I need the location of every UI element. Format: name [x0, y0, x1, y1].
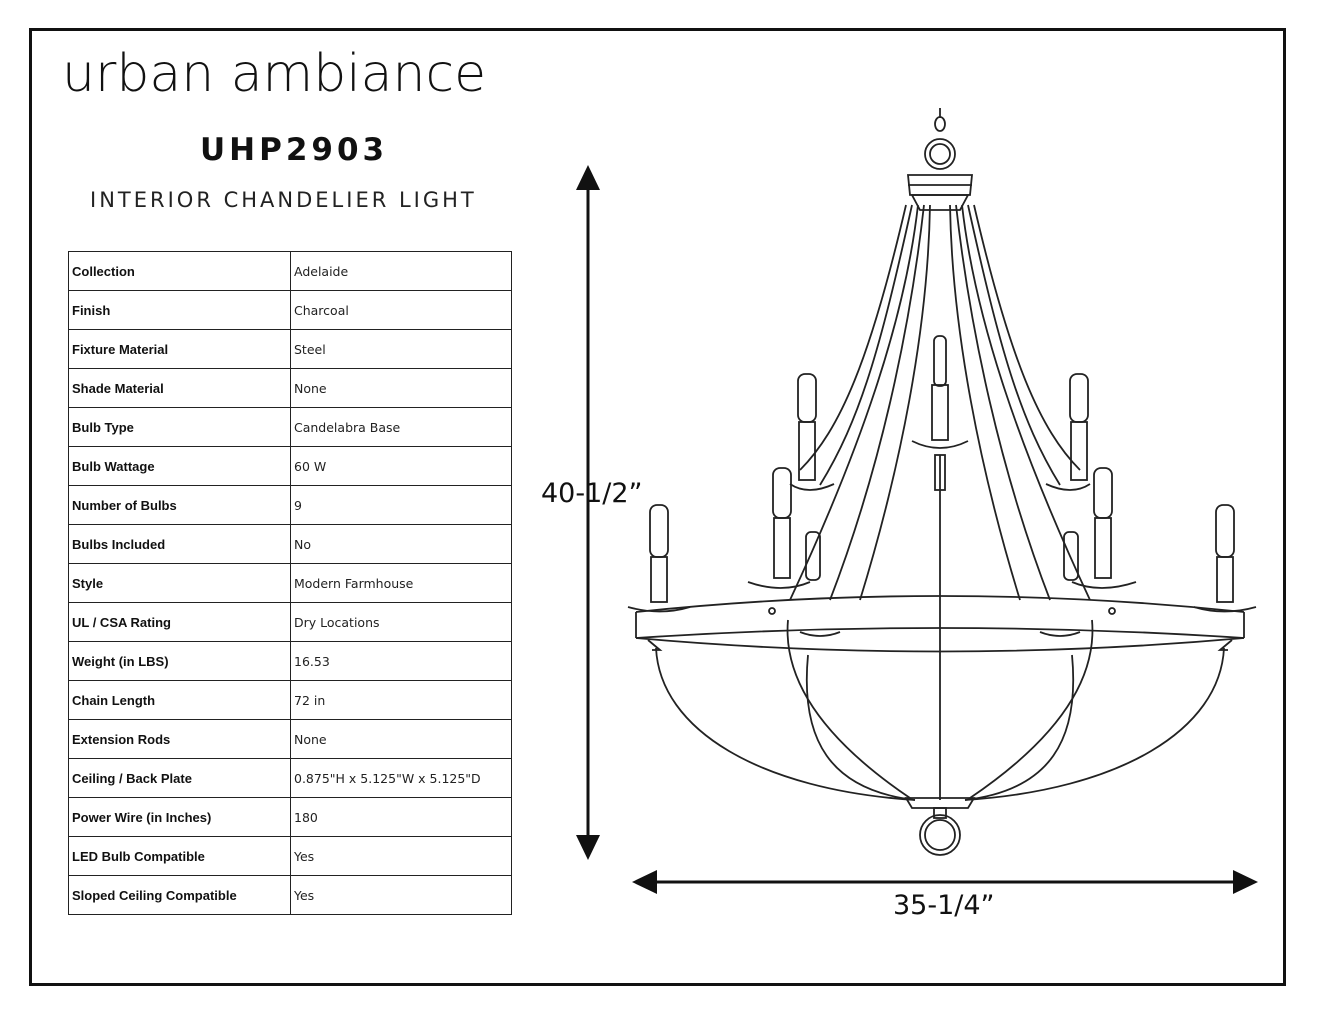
spec-label: Ceiling / Back Plate: [68, 758, 291, 798]
spec-label: Number of Bulbs: [68, 485, 291, 525]
spec-value: 180: [290, 797, 512, 837]
spec-label: Bulbs Included: [68, 524, 291, 564]
central-candle-icon: [911, 335, 969, 600]
spec-value: No: [290, 524, 512, 564]
spec-value: Adelaide: [290, 251, 512, 291]
page-border: [29, 28, 1286, 986]
spec-value: 9: [290, 485, 512, 525]
arrow-right-icon: [1233, 870, 1258, 894]
arrow-up-icon: [576, 165, 600, 190]
lower-cage-icon: [647, 600, 1233, 801]
brand-logo: urban ambiance: [62, 44, 487, 104]
model-number: UHP2903: [200, 132, 389, 168]
spec-label: Extension Rods: [68, 719, 291, 759]
spec-label: Fixture Material: [68, 329, 291, 369]
spec-value: Yes: [290, 875, 512, 915]
spec-value: Charcoal: [290, 290, 512, 330]
width-dimension-label: 35-1/4”: [893, 890, 995, 921]
arrow-left-icon: [632, 870, 657, 894]
product-type: INTERIOR CHANDELIER LIGHT: [90, 188, 477, 212]
canopy-icon: [907, 174, 973, 211]
bottom-finial-icon: [904, 797, 976, 856]
spec-label: Sloped Ceiling Compatible: [68, 875, 291, 915]
spec-value: None: [290, 368, 512, 408]
upper-candles-icon: [789, 373, 1091, 491]
outer-candles-icon: [627, 504, 1257, 613]
spec-label: Style: [68, 563, 291, 603]
spec-value: 0.875"H x 5.125"W x 5.125"D: [290, 758, 512, 798]
height-dimension-label: 40-1/2”: [541, 478, 643, 509]
spec-label: Weight (in LBS): [68, 641, 291, 681]
arrow-down-icon: [576, 835, 600, 860]
spec-label: UL / CSA Rating: [68, 602, 291, 642]
table-row: Weight (in LBS)16.53: [68, 641, 512, 681]
chain-icon: [924, 108, 956, 170]
spec-value: 16.53: [290, 641, 512, 681]
spec-value: Candelabra Base: [290, 407, 512, 447]
middle-candles-icon: [747, 467, 1137, 589]
spec-value: Dry Locations: [290, 602, 512, 642]
arms-icon: [789, 204, 1091, 601]
